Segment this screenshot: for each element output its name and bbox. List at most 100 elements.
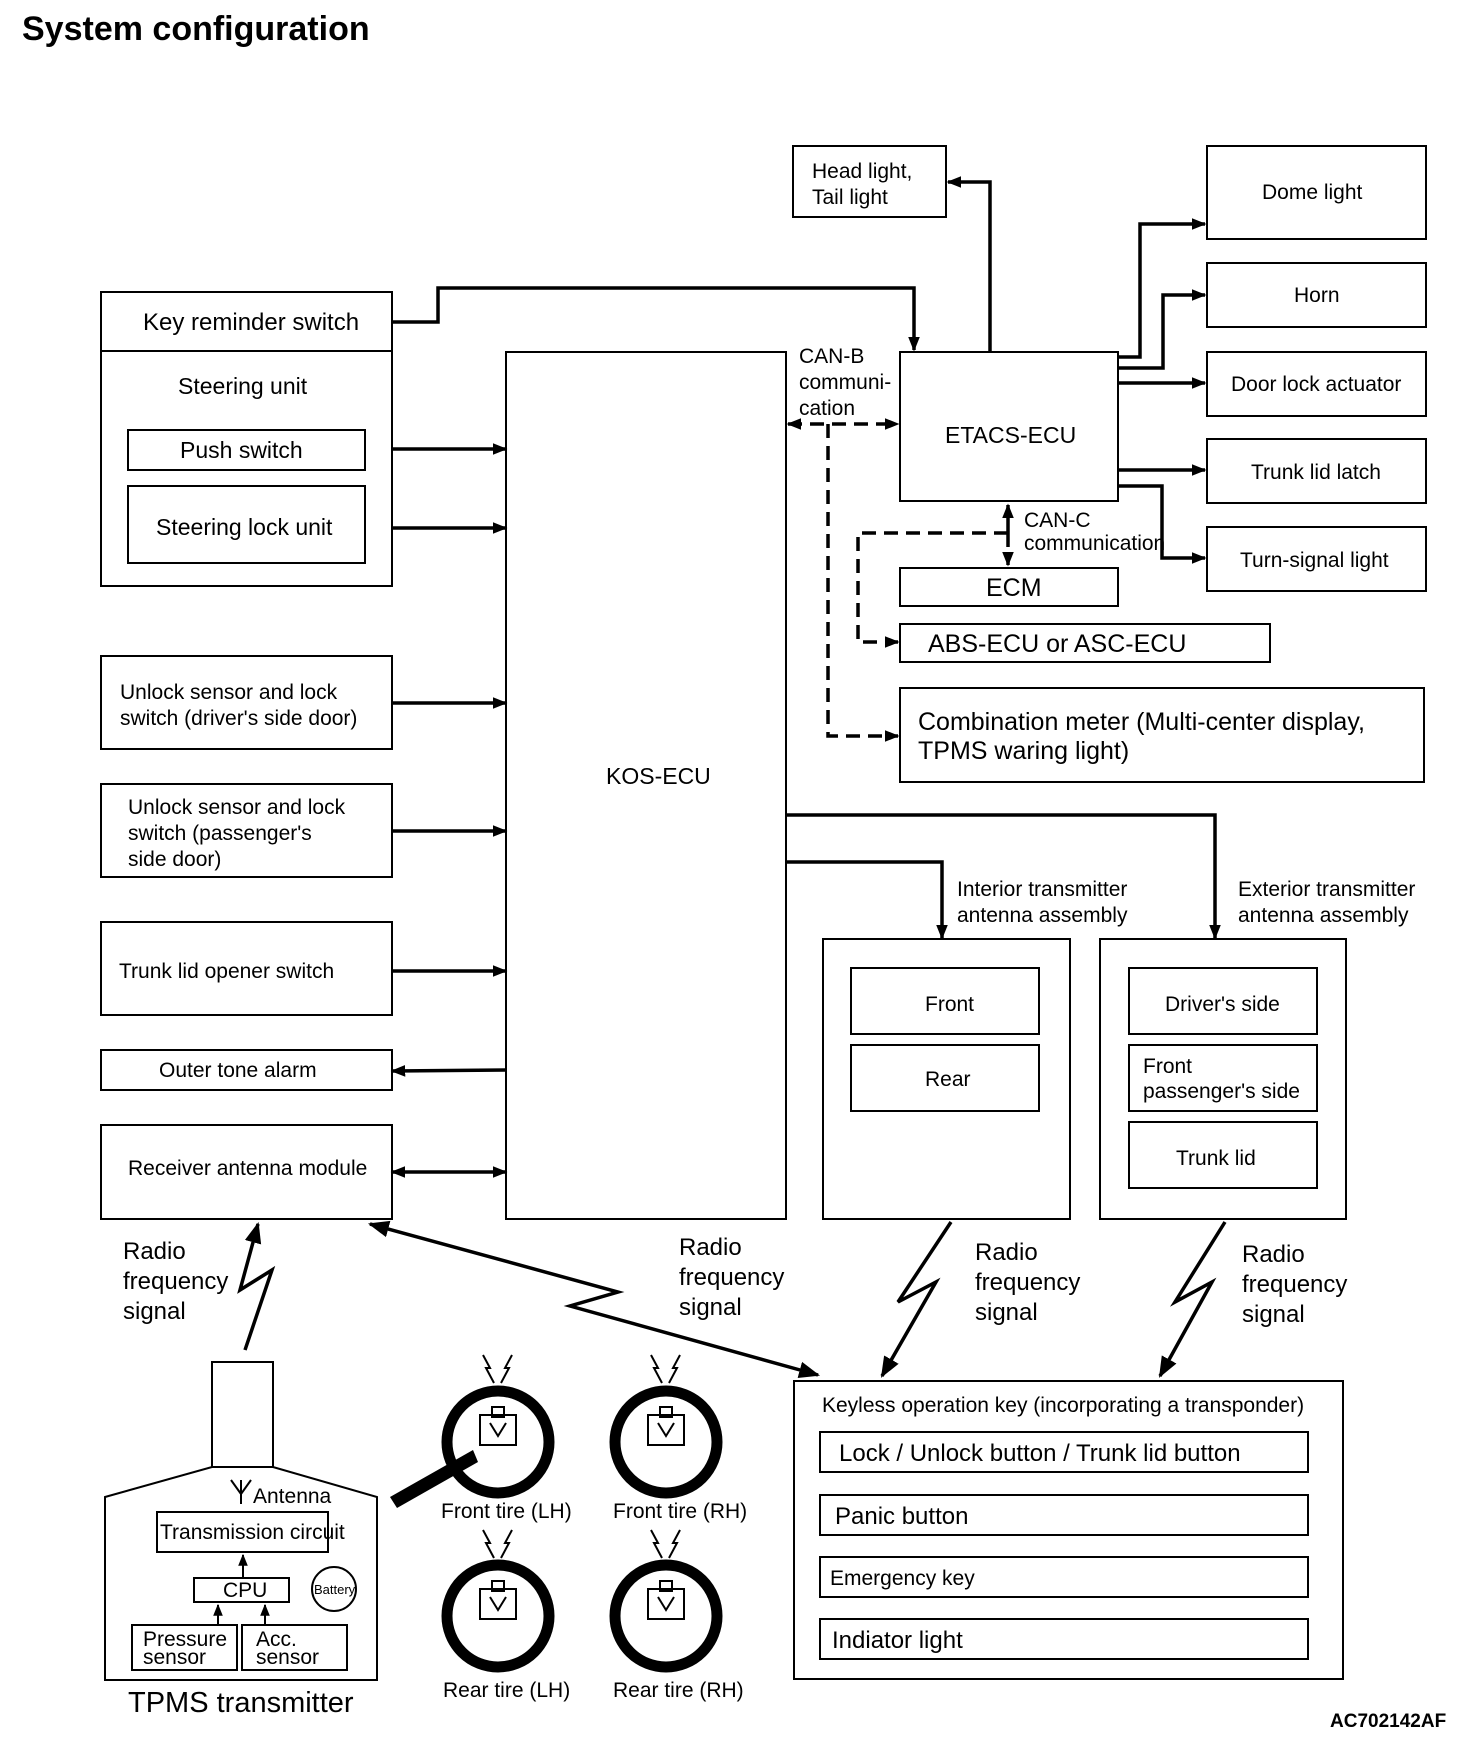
svg-text:Exterior transmitter: Exterior transmitter (1238, 878, 1415, 901)
tire-front-rh: Front tire (RH) (609, 1354, 747, 1523)
svg-text:sensor: sensor (256, 1646, 319, 1669)
outer-tone-alarm: Outer tone alarm (100, 1049, 393, 1091)
svg-text:frequency: frequency (975, 1269, 1080, 1296)
svg-text:signal: signal (1242, 1301, 1305, 1328)
sensor-icon (479, 1406, 517, 1446)
svg-text:communi-: communi- (799, 371, 891, 394)
svg-text:Panic button: Panic button (835, 1503, 968, 1530)
tire-front-lh: Front tire (LH) (441, 1354, 572, 1523)
svg-text:switch (driver's side door): switch (driver's side door) (120, 707, 357, 730)
svg-text:Radio: Radio (679, 1234, 742, 1261)
svg-text:Battery: Battery (314, 1582, 356, 1597)
svg-text:Acc.: Acc. (256, 1628, 297, 1651)
signal-icon (650, 1354, 681, 1384)
svg-text:Transmission circuit: Transmission circuit (160, 1521, 345, 1544)
output-arrows (1118, 218, 1207, 564)
svg-text:Dome light: Dome light (1262, 181, 1363, 204)
page-title: System configuration (22, 10, 370, 48)
svg-text:Unlock sensor and lock: Unlock sensor and lock (128, 796, 346, 819)
svg-text:Turn-signal light: Turn-signal light (1240, 549, 1389, 572)
svg-text:ETACS-ECU: ETACS-ECU (945, 422, 1076, 448)
svg-text:Keyless operation key (incorpo: Keyless operation key (incorporating a t… (822, 1394, 1304, 1417)
etacs-ecu: ETACS-ECU (899, 351, 1119, 502)
svg-text:Combination meter (Multi-cente: Combination meter (Multi-center display, (918, 708, 1365, 736)
svg-text:Trunk lid latch: Trunk lid latch (1251, 461, 1381, 484)
receiver-antenna-module: Receiver antenna module (100, 1124, 393, 1220)
svg-text:antenna assembly: antenna assembly (957, 904, 1128, 927)
horn: Horn (1206, 262, 1427, 328)
input-arrows (390, 286, 920, 1178)
svg-text:frequency: frequency (1242, 1271, 1347, 1298)
kos-ecu: KOS-ECU (505, 351, 787, 1220)
interior-transmitter-antenna-assembly: Interior transmitter antenna assembly Fr… (822, 878, 1128, 1220)
tire-rear-rh: Rear tire (RH) (609, 1529, 744, 1702)
svg-text:Front tire (LH): Front tire (LH) (441, 1500, 572, 1523)
tpms-transmitter: Antenna Transmission circuit CPU Battery… (104, 1361, 378, 1719)
svg-text:TPMS waring light): TPMS waring light) (918, 737, 1129, 765)
push-switch-label: Push switch (180, 437, 303, 463)
sensor-icon (647, 1580, 685, 1620)
radio-frequency-signal-receiver: Radio frequency signal (367, 1220, 821, 1379)
tpms-transmitter-label: TPMS transmitter (128, 1687, 354, 1719)
svg-text:Driver's side: Driver's side (1165, 993, 1280, 1016)
radio-frequency-signal-exterior: Radio frequency signal (1158, 1221, 1347, 1378)
svg-text:frequency: frequency (123, 1268, 228, 1295)
svg-text:side door): side door) (128, 848, 221, 871)
sensor-icon (479, 1580, 517, 1620)
exterior-transmitter-antenna-assembly: Exterior transmitter antenna assembly Dr… (1099, 878, 1415, 1220)
svg-text:Front: Front (1143, 1055, 1192, 1078)
svg-text:Antenna: Antenna (253, 1485, 332, 1508)
svg-text:Outer tone alarm: Outer tone alarm (159, 1059, 317, 1082)
figure-code: AC702142AF (1330, 1711, 1446, 1732)
svg-text:Front tire (RH): Front tire (RH) (613, 1500, 747, 1523)
svg-text:Head light,: Head light, (812, 160, 912, 183)
svg-text:Radio: Radio (123, 1238, 186, 1265)
svg-text:signal: signal (679, 1294, 742, 1321)
svg-text:Interior transmitter: Interior transmitter (957, 878, 1127, 901)
svg-text:signal: signal (123, 1298, 186, 1325)
trunk-lid-opener-switch: Trunk lid opener switch (100, 921, 393, 1016)
svg-text:Front: Front (925, 993, 974, 1016)
svg-text:Unlock sensor and lock: Unlock sensor and lock (120, 681, 338, 704)
svg-text:CAN-C: CAN-C (1024, 509, 1091, 532)
svg-text:CAN-B: CAN-B (799, 345, 864, 368)
svg-text:Pressure: Pressure (143, 1628, 227, 1651)
svg-text:Trunk lid: Trunk lid (1176, 1147, 1256, 1170)
signal-icon (650, 1529, 681, 1559)
trunk-lid-latch: Trunk lid latch (1206, 438, 1427, 504)
tire-rear-lh: Rear tire (LH) (441, 1529, 570, 1702)
unlock-sensor-driver: Unlock sensor and lock switch (driver's … (100, 655, 393, 750)
svg-text:Rear tire (RH): Rear tire (RH) (613, 1679, 744, 1702)
svg-text:communication: communication (1024, 532, 1165, 555)
battery-icon: Battery (311, 1566, 357, 1612)
key-reminder-switch-label: Key reminder switch (143, 309, 359, 336)
svg-text:passenger's side: passenger's side (1143, 1080, 1300, 1103)
steering-group: Key reminder switch Steering unit Push s… (100, 291, 393, 587)
sensor-icon (647, 1406, 685, 1446)
combination-meter: Combination meter (Multi-center display,… (899, 687, 1425, 783)
svg-text:signal: signal (975, 1299, 1038, 1326)
ecm: ECM (899, 567, 1119, 607)
svg-text:Trunk lid opener switch: Trunk lid opener switch (119, 960, 334, 983)
svg-text:ECM: ECM (986, 574, 1042, 602)
signal-icon (482, 1529, 513, 1559)
steering-lock-unit-label: Steering lock unit (156, 514, 333, 540)
keyless-operation-key: Keyless operation key (incorporating a t… (793, 1380, 1344, 1680)
svg-text:antenna assembly: antenna assembly (1238, 904, 1409, 927)
svg-text:Radio: Radio (1242, 1241, 1305, 1268)
svg-text:Rear: Rear (925, 1068, 971, 1091)
svg-text:Radio: Radio (975, 1239, 1038, 1266)
can-c-communication: CAN-C communication (856, 503, 1165, 648)
svg-text:KOS-ECU: KOS-ECU (606, 763, 711, 789)
signal-icon (482, 1354, 513, 1384)
svg-text:cation: cation (799, 397, 855, 420)
svg-text:Receiver antenna module: Receiver antenna module (128, 1157, 367, 1180)
svg-text:ABS-ECU or ASC-ECU: ABS-ECU or ASC-ECU (928, 630, 1186, 658)
unlock-sensor-passenger: Unlock sensor and lock switch (passenger… (100, 783, 393, 878)
svg-text:Rear tire (LH): Rear tire (LH) (443, 1679, 570, 1702)
svg-text:frequency: frequency (679, 1264, 784, 1291)
head-tail-light: Head light, Tail light (792, 145, 992, 352)
door-lock-actuator: Door lock actuator (1206, 351, 1427, 417)
antenna-connections (786, 813, 1221, 940)
